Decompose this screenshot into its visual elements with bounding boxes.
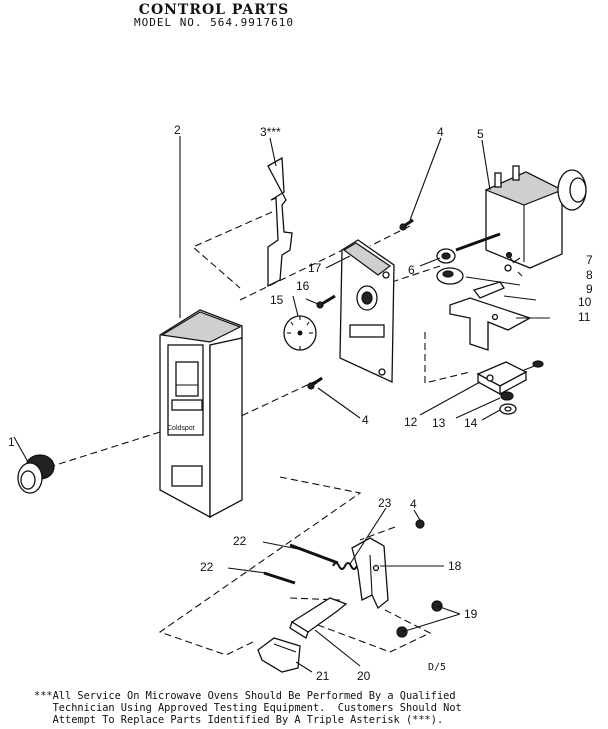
notice-line-1: ***All Service On Microwave Ovens Should… — [34, 690, 456, 702]
part-23-spring — [332, 562, 358, 570]
callout-14: 14 — [464, 416, 478, 430]
service-notice: ***All Service On Microwave Ovens Should… — [34, 690, 604, 726]
callout-5: 5 — [477, 127, 484, 141]
part-11-bracket — [449, 297, 532, 351]
part-16-screw — [316, 294, 336, 309]
callout-15: 15 — [270, 293, 284, 307]
part-17-mounting-plate — [339, 239, 395, 384]
callout-22-upper: 22 — [233, 534, 247, 548]
callout-2: 2 — [174, 123, 181, 137]
callout-6: 6 — [408, 263, 415, 277]
part-20-latch — [289, 597, 348, 639]
part-22-rod-upper — [289, 543, 339, 565]
callout-4-top: 4 — [437, 125, 444, 139]
part-8-washer — [504, 264, 512, 272]
notice-line-2: Technician Using Approved Testing Equipm… — [34, 702, 462, 714]
part-15-timer-dial — [283, 315, 317, 351]
part-7-screw — [505, 251, 515, 264]
part-9-switch-cam — [436, 267, 464, 285]
leader-lines — [13, 136, 550, 673]
page-title: CONTROL PARTS — [138, 2, 290, 18]
callout-23: 23 — [378, 496, 392, 510]
callout-numbers: 2 3*** 4 5 1 17 16 15 6 7 8 9 10 11 12 1… — [8, 123, 593, 683]
part-5-timer-motor — [455, 165, 587, 269]
part-2-control-panel: Coldspot — [159, 309, 243, 519]
door-brand-label: Coldspot — [167, 425, 195, 432]
part-3-shield — [267, 156, 293, 288]
callout-10: 10 — [578, 295, 592, 309]
callout-4-bottom: 4 — [410, 497, 417, 511]
callout-13: 13 — [432, 416, 446, 430]
part-1-knob — [17, 454, 55, 494]
part-10-actuator — [472, 281, 505, 299]
model-number: MODEL NO. 564.9917610 — [133, 16, 295, 29]
part-4-screw-upper — [399, 218, 414, 231]
part-4-screw-lower — [307, 376, 323, 390]
callout-3: 3*** — [260, 125, 281, 139]
part-14-washer — [499, 403, 517, 415]
part-6-cam — [436, 248, 456, 264]
part-4-screw-bottom — [415, 519, 425, 529]
callout-9: 9 — [586, 282, 593, 296]
callout-4-mid: 4 — [362, 413, 369, 427]
callout-21: 21 — [316, 669, 330, 683]
part-12-switch — [476, 360, 544, 396]
callout-11: 11 — [578, 310, 591, 324]
callout-16: 16 — [296, 279, 310, 293]
callout-20: 20 — [357, 669, 371, 683]
callout-7: 7 — [586, 253, 593, 267]
part-13-nut — [500, 391, 514, 401]
callout-8: 8 — [586, 268, 593, 282]
assembly-guide-lines — [39, 211, 471, 656]
callout-22-lower: 22 — [200, 560, 214, 574]
callout-12: 12 — [404, 415, 418, 429]
callout-1: 1 — [8, 435, 15, 449]
drawing-code: D/5 — [428, 662, 447, 673]
part-21-latch-hook — [257, 637, 301, 673]
notice-line-3: Attempt To Replace Parts Identified By A… — [34, 714, 444, 726]
callout-17: 17 — [308, 261, 322, 275]
part-22-rod-lower — [263, 571, 296, 585]
callout-19: 19 — [464, 607, 478, 621]
part-18-latch-lever — [351, 537, 389, 610]
callout-18: 18 — [448, 559, 462, 573]
